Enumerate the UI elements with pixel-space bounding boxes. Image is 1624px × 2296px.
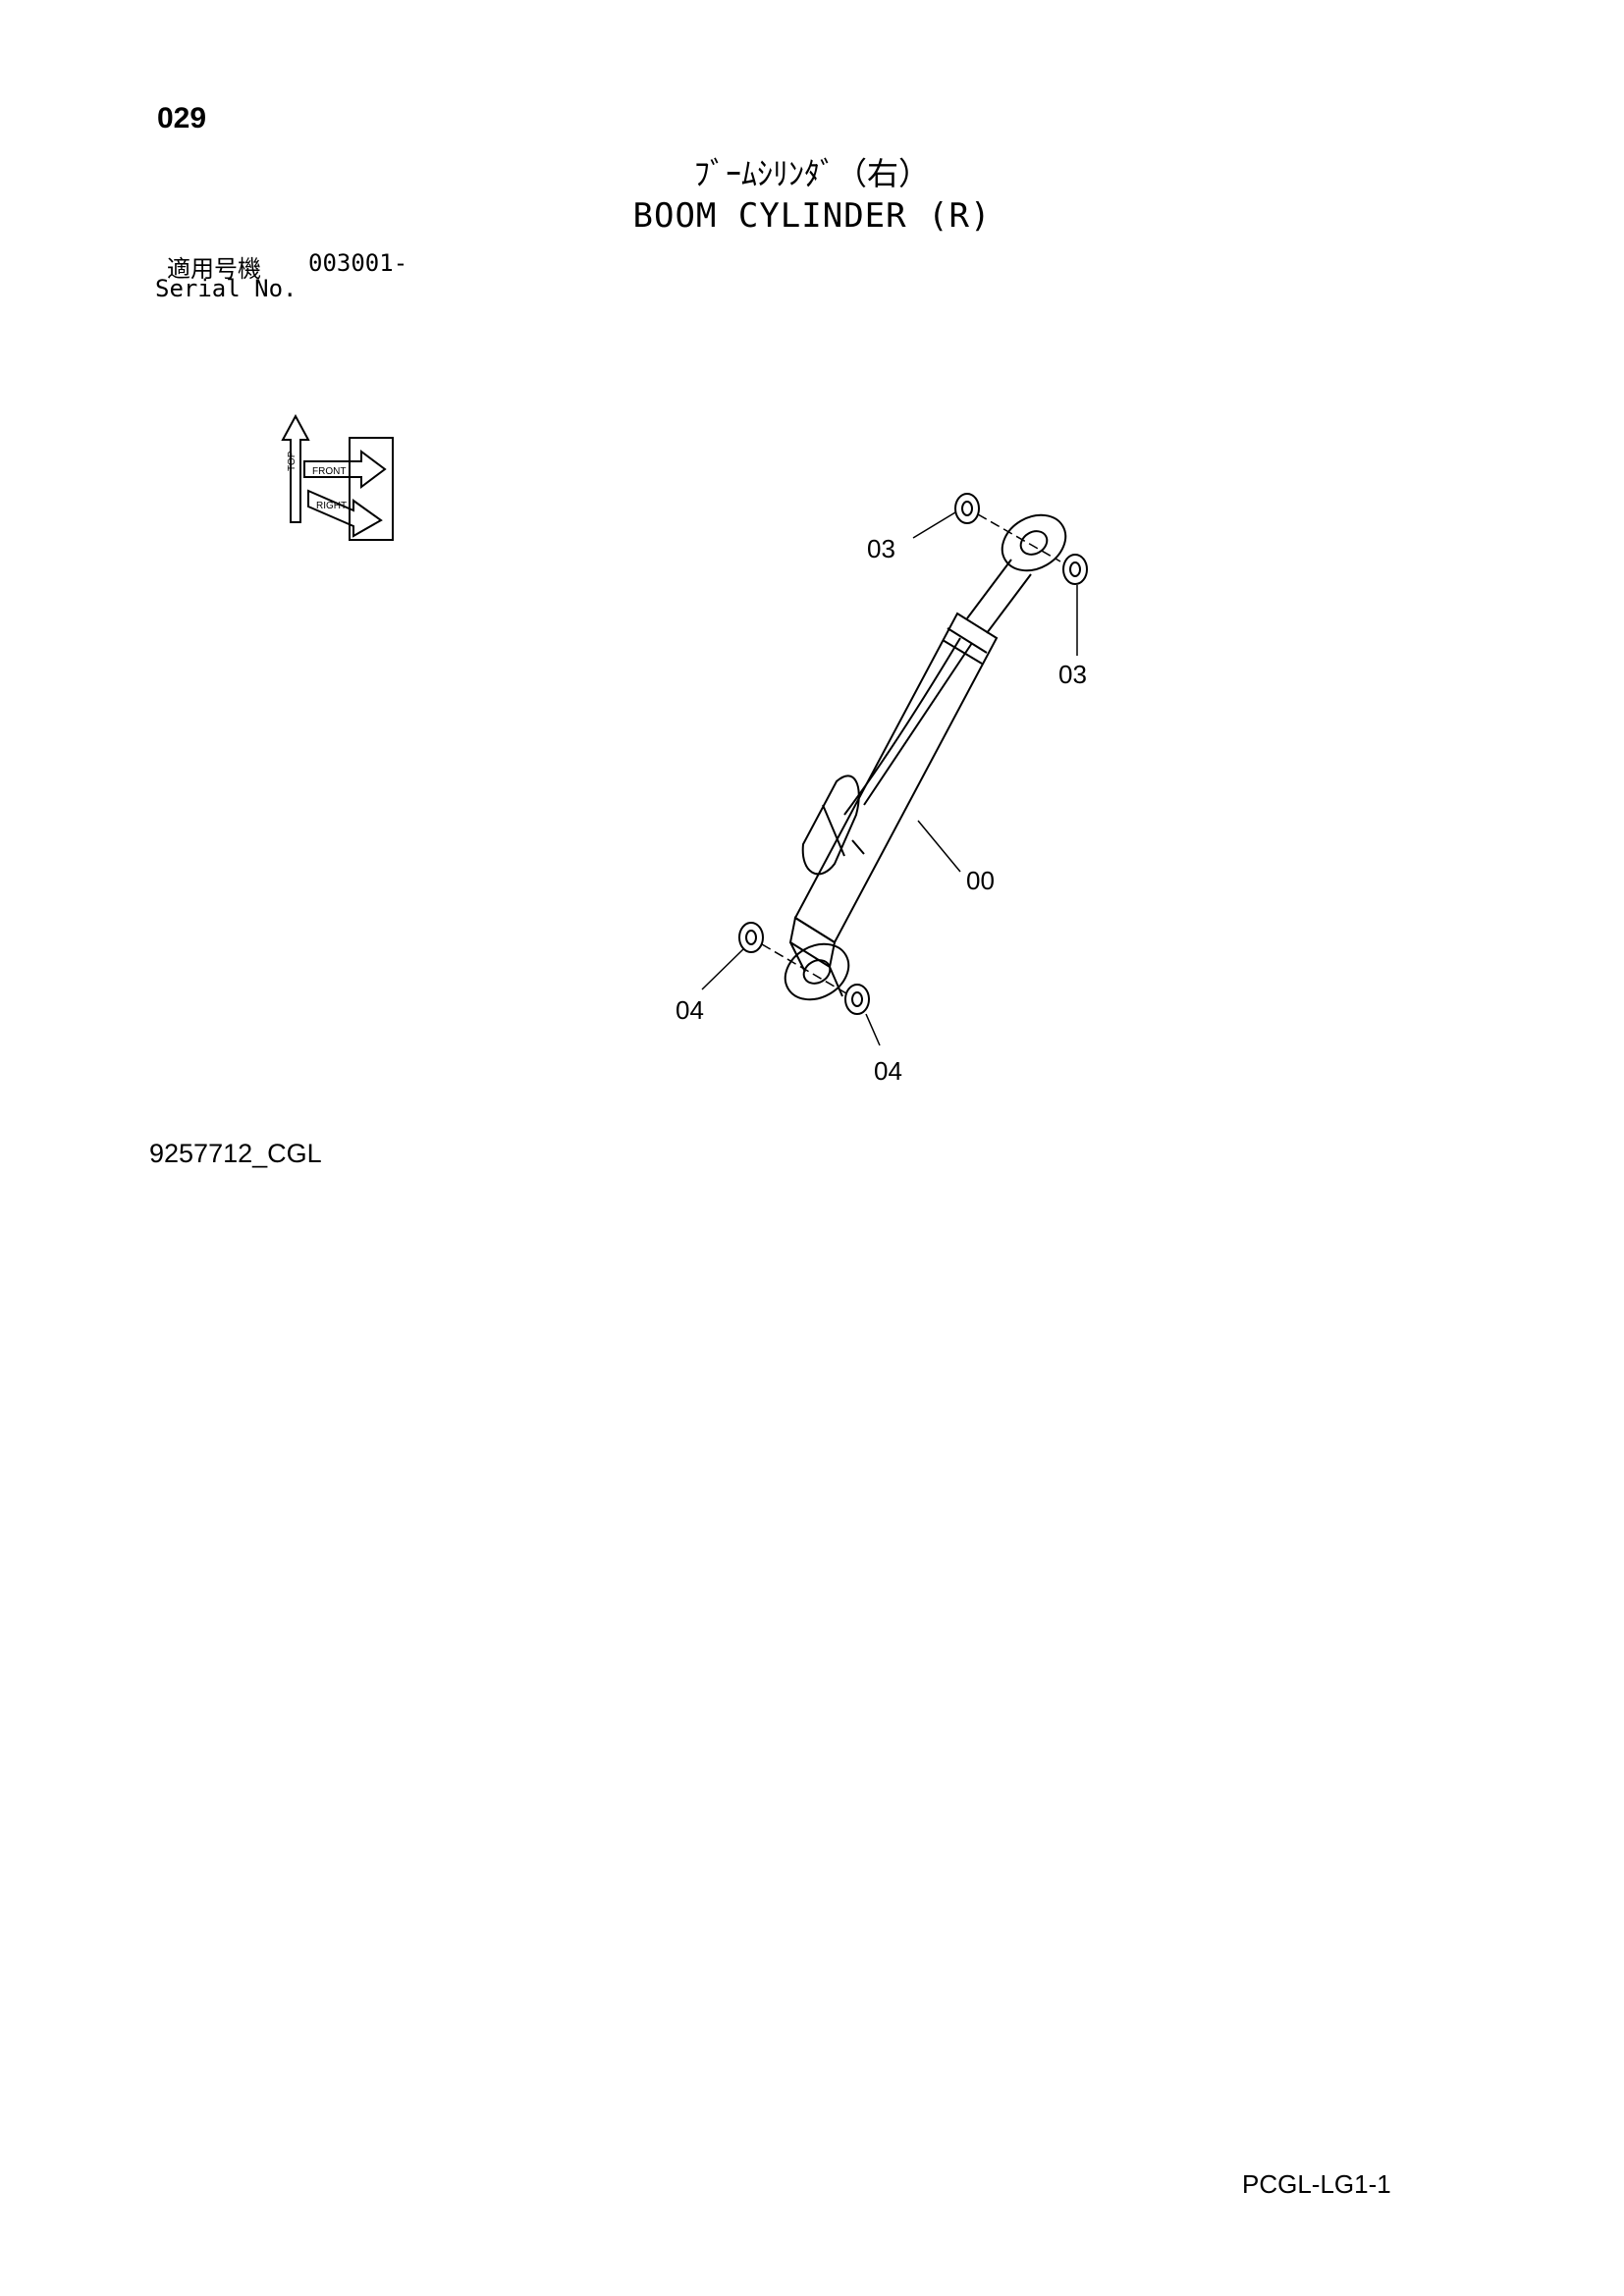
callout-04-left: 04	[676, 995, 704, 1025]
orientation-arrow-top	[281, 413, 310, 523]
leader-lines	[701, 511, 1078, 1046]
callout-03-upper-left: 03	[867, 534, 895, 563]
cylinder-base	[788, 916, 837, 969]
page-reference: PCGL-LG1-1	[1242, 2169, 1391, 2199]
piston-rod	[966, 559, 1032, 634]
orientation-label-top: TOP	[287, 451, 298, 471]
orientation-box	[349, 437, 394, 541]
orientation-label-front: FRONT	[312, 466, 346, 477]
callout-00: 00	[966, 866, 995, 895]
leader-04-left	[701, 948, 744, 990]
leader-00	[917, 820, 961, 873]
valve-bracket	[801, 774, 860, 876]
leader-03-upper	[912, 511, 956, 539]
serial-number-value: 003001-	[308, 249, 408, 277]
orientation-arrow-front	[303, 450, 387, 489]
axis-line-upper	[977, 513, 1061, 562]
serial-label-japanese: 適用号機	[167, 255, 261, 283]
bushings	[738, 493, 1088, 1015]
boom-cylinder-assembly	[784, 513, 1067, 1001]
bottom-end-eye	[784, 942, 850, 1001]
page-number: 029	[157, 102, 207, 134]
page-title-english: BOOM CYLINDER (R)	[632, 196, 992, 236]
drawing-code: 9257712_CGL	[149, 1139, 322, 1168]
callout-04-bottom: 04	[874, 1056, 902, 1086]
serial-label-english: Serial No.	[155, 275, 298, 302]
page-title-japanese: ﾌﾞｰﾑｼﾘﾝﾀﾞ（右）	[693, 155, 930, 192]
orientation-arrow-right	[307, 489, 383, 538]
rod-end-eye	[1001, 513, 1067, 572]
callout-03-right: 03	[1058, 660, 1087, 689]
leader-04-bottom	[865, 1013, 881, 1046]
orientation-indicator: TOP FRONT RIGHT	[281, 413, 394, 541]
axis-line-lower	[761, 943, 847, 994]
orientation-label-right: RIGHT	[316, 501, 347, 511]
hydraulic-hose	[843, 637, 973, 816]
